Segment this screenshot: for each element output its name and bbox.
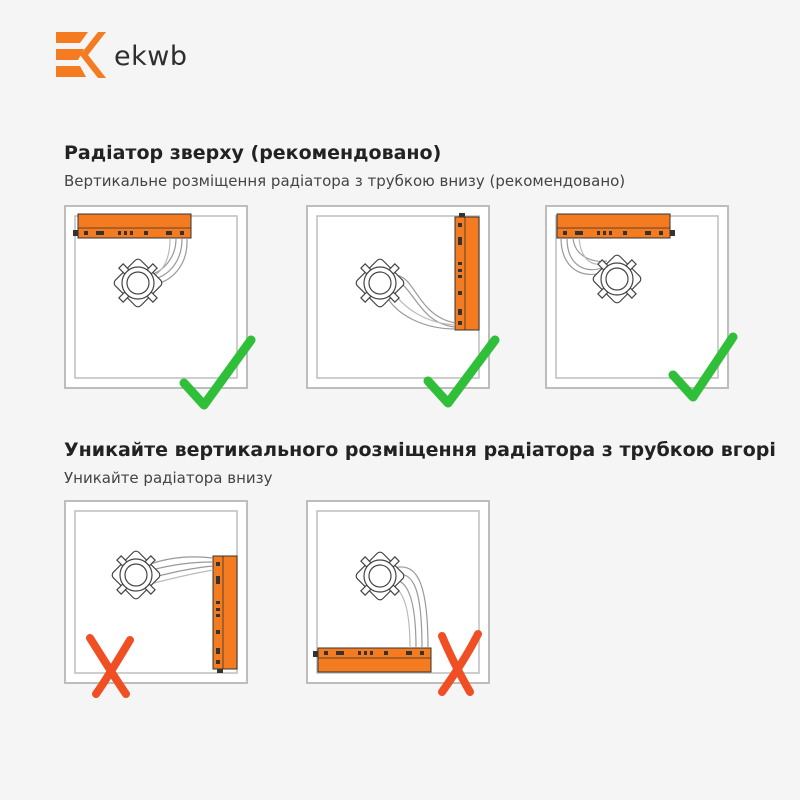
- logo-text: ekwb: [114, 40, 188, 72]
- avoid-panel-2: [306, 500, 501, 700]
- check-mark-icon: [179, 335, 256, 410]
- pump-block: [355, 551, 405, 601]
- pump-block: [111, 550, 161, 600]
- radiator: [454, 213, 480, 331]
- cross-mark-icon: [86, 634, 134, 698]
- recommended-panel-3: [545, 205, 740, 405]
- avoid-subtitle: Уникайте радіатора внизу: [64, 469, 273, 487]
- check-mark-icon: [668, 332, 738, 402]
- radiator: [556, 213, 675, 239]
- cross-mark-icon: [438, 630, 482, 696]
- radiator: [313, 647, 432, 673]
- radiator: [212, 555, 238, 673]
- recommended-panel-2: [306, 205, 501, 408]
- pump-block: [592, 254, 642, 304]
- pump-block: [113, 258, 163, 308]
- recommended-panel-1: [64, 205, 259, 410]
- check-mark-icon: [423, 335, 500, 408]
- avoid-title: Уникайте вертикального розміщення радіат…: [64, 439, 776, 461]
- ekwb-logo: ekwb: [54, 30, 187, 80]
- avoid-panel-1: [64, 500, 259, 700]
- recommended-subtitle: Вертикальне розміщення радіатора з трубк…: [64, 172, 626, 190]
- ekwb-logo-icon: [56, 32, 106, 78]
- pump-block: [355, 258, 405, 308]
- radiator: [73, 213, 192, 239]
- case-inner: [316, 510, 480, 674]
- recommended-title: Радіатор зверху (рекомендовано): [64, 142, 442, 164]
